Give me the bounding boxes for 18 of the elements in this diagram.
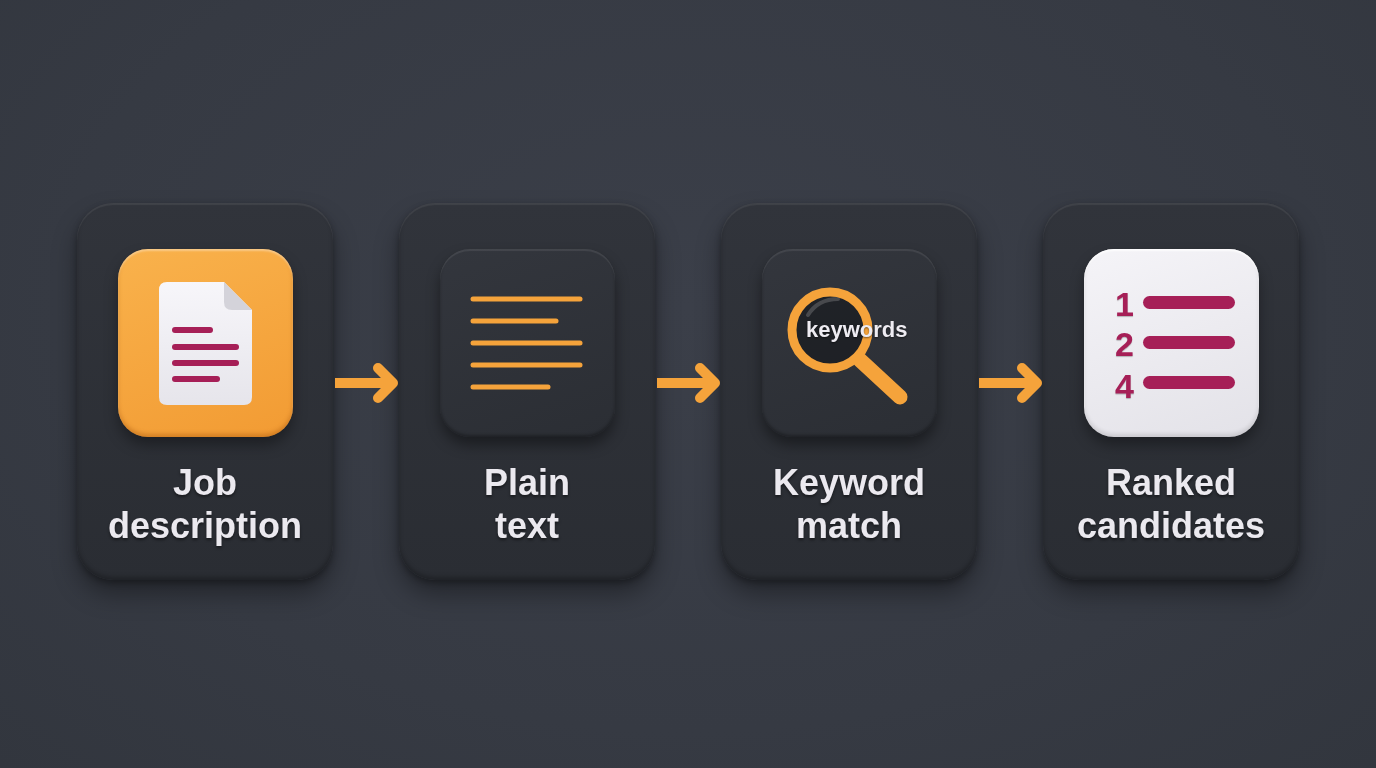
icon-tile [1084, 249, 1259, 437]
icon-tile [762, 249, 937, 437]
process-card [399, 203, 655, 580]
step-label: Plain text [483, 461, 571, 547]
rank-number: 4 [1115, 366, 1134, 406]
process-card [1043, 203, 1299, 580]
flow-arrow [979, 363, 1042, 403]
rank-number: 2 [1115, 324, 1134, 364]
icon-tile [440, 249, 615, 437]
process-card [77, 203, 333, 580]
icon-tile [118, 249, 293, 437]
rank-number: 1 [1115, 284, 1134, 324]
flow-arrow [335, 363, 398, 403]
step-label: Keyword match [771, 461, 926, 547]
process-card [721, 203, 977, 580]
flow-arrow [657, 363, 720, 403]
step-label: Job description [107, 461, 303, 547]
step-label: Ranked candidates [1075, 461, 1267, 547]
